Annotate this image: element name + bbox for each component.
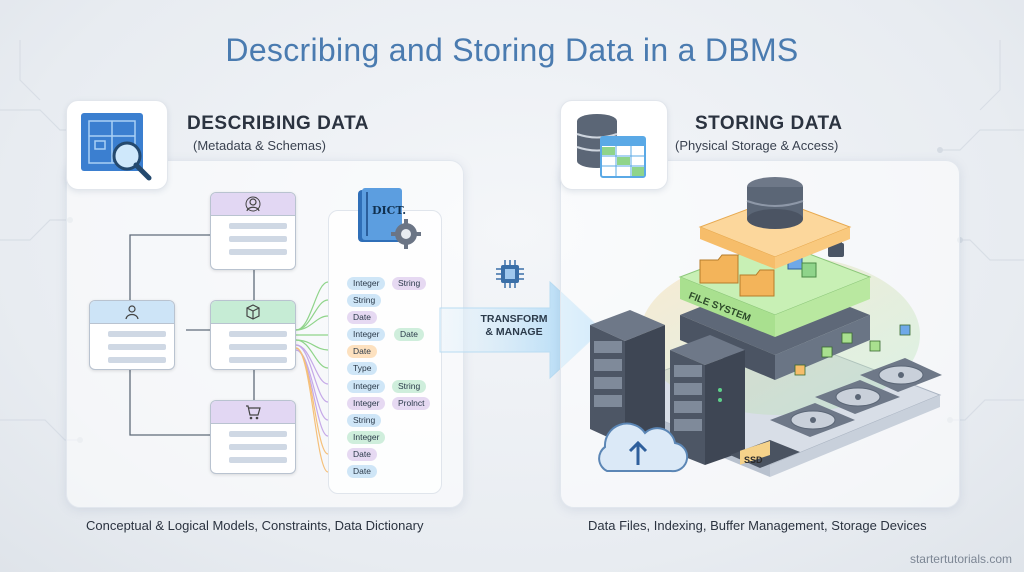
entity-order (210, 400, 296, 474)
dictionary-label: DICT. (372, 204, 406, 217)
storage-stack-illustration: FILE SYSTEM SSD (590, 177, 942, 477)
er-relationship-lines (129, 234, 329, 473)
entity-product (210, 300, 296, 370)
type-pill: Prolnct (392, 397, 431, 410)
type-pill: String (392, 380, 427, 393)
user-icon (245, 196, 261, 212)
describing-data-caption: Conceptual & Logical Models, Constraints… (86, 518, 424, 533)
transform-manage-label: TRANSFORM & MANAGE (464, 313, 564, 339)
entity-user-top (210, 192, 296, 270)
type-pill: Date (394, 328, 424, 341)
dictionary-book-icon: DICT. (358, 188, 421, 249)
type-pill: Type (347, 362, 378, 375)
type-pill: Integer (347, 397, 386, 410)
describing-data-heading: DESCRIBING DATA (187, 113, 370, 134)
describing-data-subheading: (Metadata & Schemas) (193, 138, 326, 153)
box-icon (246, 304, 260, 320)
person-icon (125, 305, 139, 320)
type-pill: Integer (347, 277, 386, 290)
type-pill: String (347, 414, 382, 427)
manage-label: & MANAGE (485, 326, 543, 338)
ssd-label: SSD (744, 455, 763, 465)
type-pill: Date (347, 311, 377, 324)
type-pill: Date (347, 465, 377, 478)
entity-customer (89, 300, 175, 370)
type-pill: Integer (347, 380, 386, 393)
database-table-icon (560, 100, 668, 190)
storing-data-heading: STORING DATA (695, 113, 843, 134)
cpu-chip-icon (496, 260, 524, 288)
shopping-cart-icon (246, 405, 261, 420)
type-pill: Integer (347, 431, 386, 444)
page-title: Describing and Storing Data in a DBMS (225, 32, 799, 68)
type-pill: Integer (347, 328, 386, 341)
storing-data-caption: Data Files, Indexing, Buffer Management,… (588, 518, 927, 533)
type-pill: Date (347, 345, 377, 358)
schema-blueprint-icon (66, 100, 168, 190)
transform-label: TRANSFORM (480, 313, 548, 325)
type-pill: String (392, 277, 427, 290)
type-pill: Date (347, 448, 377, 461)
watermark: startertutorials.com (909, 552, 1012, 566)
type-pill: String (347, 294, 382, 307)
storing-data-subheading: (Physical Storage & Access) (675, 138, 839, 153)
